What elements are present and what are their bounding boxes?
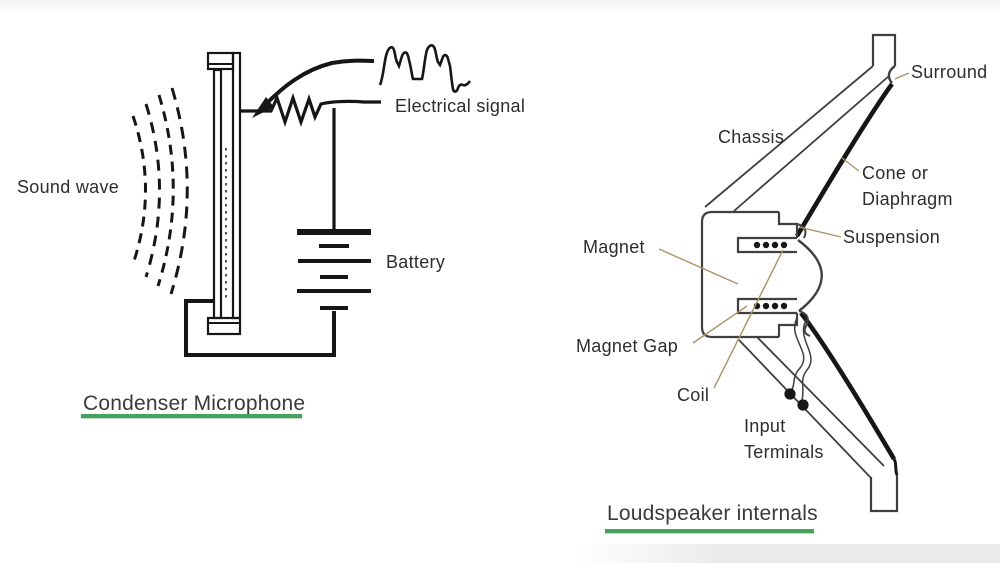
resistor: [240, 92, 381, 128]
microphone-title: Condenser Microphone: [83, 392, 306, 415]
loudspeaker-title-underline: [605, 529, 814, 533]
tinsel-wires: [790, 317, 812, 401]
input-terminal-dots: [784, 388, 809, 411]
diaphragm-top-mount: [206, 51, 235, 71]
microphone-title-underline: [81, 414, 302, 418]
suspension-label: Suspension: [843, 227, 941, 247]
surround-bump-bottom: [892, 458, 899, 476]
diaphragm: [212, 68, 223, 320]
chassis-label: Chassis: [718, 127, 785, 147]
cone-lower: [799, 311, 896, 461]
ground-return-wire: [184, 299, 336, 357]
surround-bump-top: [887, 65, 896, 84]
coil-leader: [713, 249, 784, 389]
electrical-signal-label: Electrical signal: [395, 96, 526, 116]
speaker-chassis-lines: [704, 65, 890, 479]
surround-label: Surround: [911, 62, 988, 82]
suspension-leader: [798, 226, 842, 238]
magnet-leader: [658, 248, 739, 285]
speaker-rim-top: [871, 33, 897, 84]
battery-label: Battery: [386, 252, 446, 272]
cone-diaphragm-label: Cone or Diaphragm: [862, 160, 953, 212]
magnet-gap-lower: [736, 297, 797, 315]
signal-arrow: [252, 58, 375, 118]
sound-wave-label: Sound wave: [17, 177, 120, 197]
lower-suspension-curve: [798, 310, 811, 337]
arrowhead: [252, 97, 274, 118]
speaker-cone: [795, 82, 899, 476]
input-label-line1: Input: [744, 416, 786, 436]
speaker-rim-bottom: [869, 475, 899, 513]
magnet-gap-label: Magnet Gap: [576, 336, 679, 356]
input-terminals-label: Input Terminals: [744, 413, 824, 465]
magnet-label: Magnet: [583, 237, 645, 257]
top-gradient-band: [0, 0, 1000, 13]
magnet-body: [700, 210, 779, 339]
magnet-gap-upper: [736, 236, 797, 254]
mic-circuit-wires: [184, 92, 381, 357]
input-label-line2: Terminals: [744, 442, 824, 462]
magnet-gap-leader: [692, 305, 748, 344]
sound-wave-arcs: [131, 87, 189, 295]
cone-leader: [841, 157, 860, 172]
coil-label: Coil: [677, 385, 710, 405]
cone-upper: [795, 82, 894, 238]
leader-lines: [658, 72, 910, 389]
cone-label-line1: Cone or: [862, 163, 929, 183]
bottom-gradient-band: [575, 544, 1000, 563]
dust-dome: [797, 239, 823, 312]
diaphragm-bottom-mount: [206, 316, 242, 336]
cone-label-line2: Diaphragm: [862, 189, 953, 209]
signal-waveform: [378, 44, 472, 93]
mic-capsule: [206, 51, 242, 336]
backplate: [231, 51, 242, 320]
battery-symbol: [297, 229, 371, 310]
surround-leader: [894, 72, 910, 80]
loudspeaker-title: Loudspeaker internals: [607, 502, 818, 525]
